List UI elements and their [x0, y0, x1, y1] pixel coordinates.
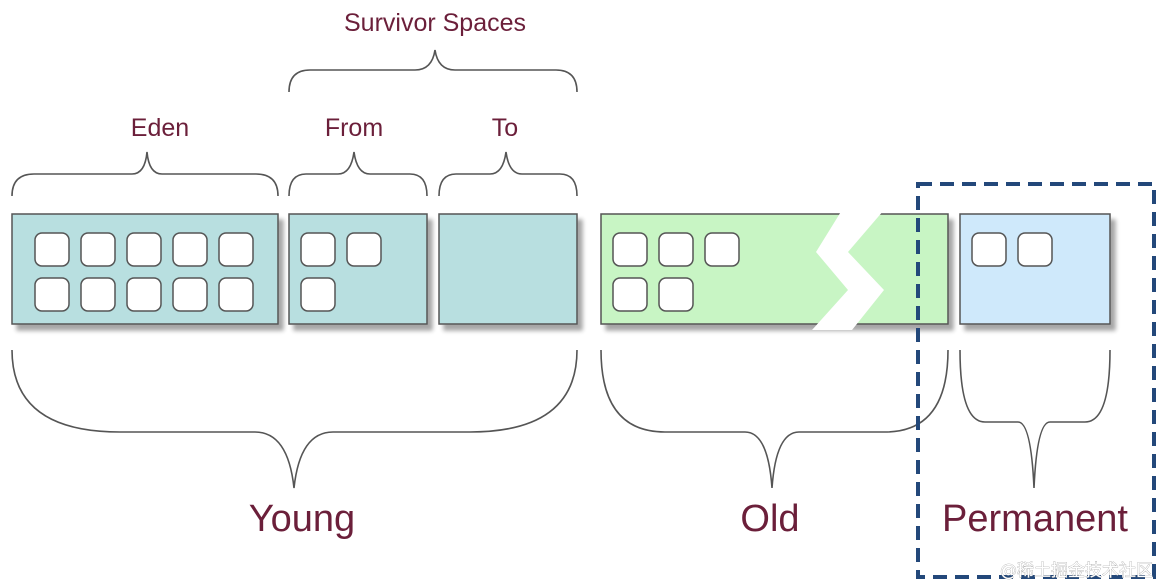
object-block	[126, 277, 162, 312]
object-block	[612, 277, 648, 312]
object-block	[300, 277, 336, 312]
permanent-generation	[959, 213, 1111, 325]
survivor-spaces-label: Survivor Spaces	[344, 9, 526, 37]
object-block	[172, 277, 208, 312]
young-label: Young	[249, 498, 355, 540]
object-block	[971, 232, 1007, 267]
from-brace	[288, 151, 428, 197]
old-brace	[600, 349, 949, 489]
young-brace	[11, 349, 578, 489]
to-label: To	[492, 114, 518, 142]
object-block	[346, 232, 382, 267]
eden-objects	[34, 232, 254, 312]
object-block	[612, 232, 648, 267]
eden-label: Eden	[131, 114, 189, 142]
object-block	[34, 232, 70, 267]
object-block	[658, 277, 694, 312]
object-block	[218, 277, 254, 312]
object-block	[300, 232, 336, 267]
permanent-objects	[971, 232, 1053, 267]
to-space	[438, 213, 578, 325]
survivor-spaces-brace	[288, 49, 578, 93]
object-block	[1017, 232, 1053, 267]
old-label: Old	[740, 498, 799, 540]
object-block	[80, 232, 116, 267]
old-objects	[612, 232, 740, 312]
object-block	[704, 232, 740, 267]
object-block	[34, 277, 70, 312]
watermark: @稀土掘金技术社区	[1000, 561, 1153, 581]
from-objects	[300, 232, 382, 312]
old-generation	[600, 213, 949, 325]
object-block	[172, 232, 208, 267]
old-generation-break	[812, 210, 884, 330]
to-brace	[438, 151, 578, 197]
object-block	[80, 277, 116, 312]
object-block	[218, 232, 254, 267]
object-block	[658, 232, 694, 267]
permanent-brace	[959, 349, 1111, 489]
from-label: From	[325, 114, 383, 142]
permanent-highlight-box	[916, 182, 1156, 579]
permanent-label: Permanent	[942, 498, 1128, 540]
eden-brace	[11, 151, 279, 197]
object-block	[126, 232, 162, 267]
